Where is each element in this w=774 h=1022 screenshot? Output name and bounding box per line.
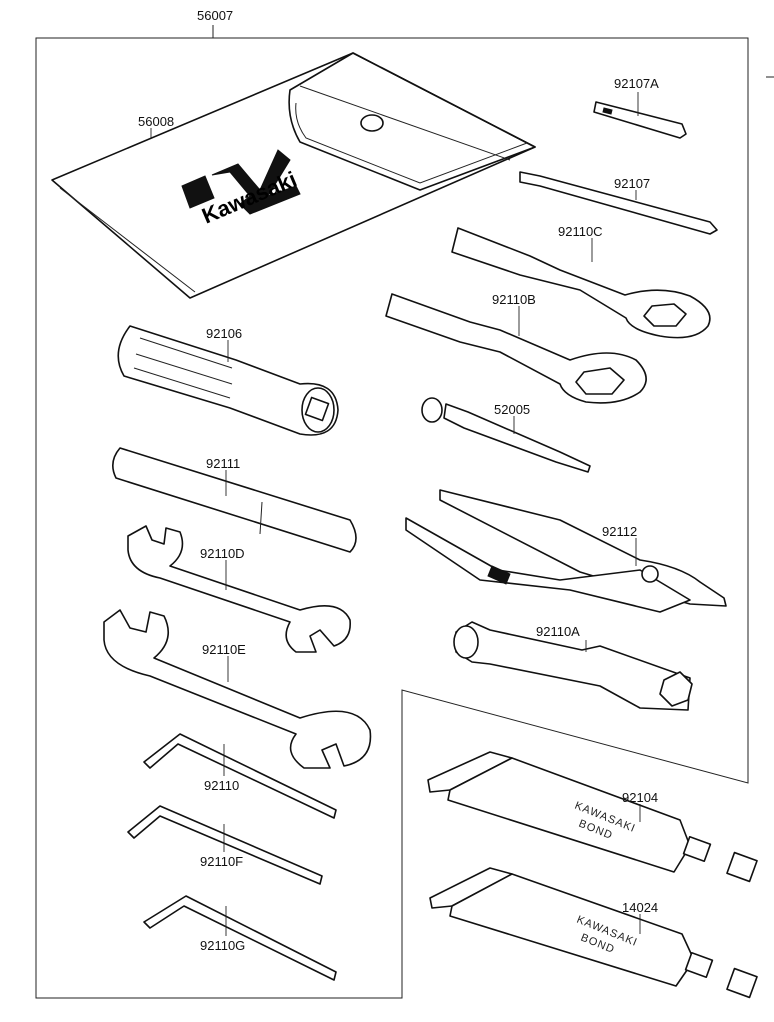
label-92110: 92110 [204,778,239,793]
label-92110g: 92110G [200,938,245,953]
box-wrench-b [385,293,647,404]
part-labels: 56007 56008 92107A 92107 92110C 92110B 9… [138,8,659,953]
label-92110a: 92110A [536,624,580,639]
label-14024: 14024 [622,900,658,915]
screwdriver-handle [117,325,339,436]
extension-bar [112,447,357,553]
screwdriver-bit-short [593,101,687,139]
label-92110b: 92110B [492,292,536,307]
tool-pouch: Kawasaki [51,52,536,299]
screwdriver-shaft [519,171,718,235]
bond-tube-92104: KAWASAKI BOND [427,751,758,883]
socket-wrench [453,621,693,711]
bond-tube-14024: KAWASAKI BOND [429,867,758,999]
leader-lines [150,92,641,936]
spark-plug-tool [421,397,591,473]
label-92107a: 92107A [614,76,659,91]
label-92112: 92112 [602,524,637,539]
label-92110f: 92110F [200,854,243,869]
kit-frame [35,25,774,999]
label-92110d: 92110D [200,546,245,561]
hex-key-92110f [127,805,323,885]
label-92110c: 92110C [558,224,603,239]
label-92110e: 92110E [202,642,246,657]
label-56008: 56008 [138,114,174,129]
pliers [405,489,727,613]
hex-key-92110g [143,895,337,981]
open-wrench-d [127,525,351,653]
label-92106: 92106 [206,326,242,341]
label-56007: 56007 [197,8,233,23]
label-52005: 52005 [494,402,530,417]
label-92111: 92111 [206,456,240,471]
label-92104: 92104 [622,790,658,805]
hex-key-92110 [143,733,337,819]
box-wrench-c [451,227,711,339]
open-wrench-e [103,609,372,769]
label-92107: 92107 [614,176,650,191]
